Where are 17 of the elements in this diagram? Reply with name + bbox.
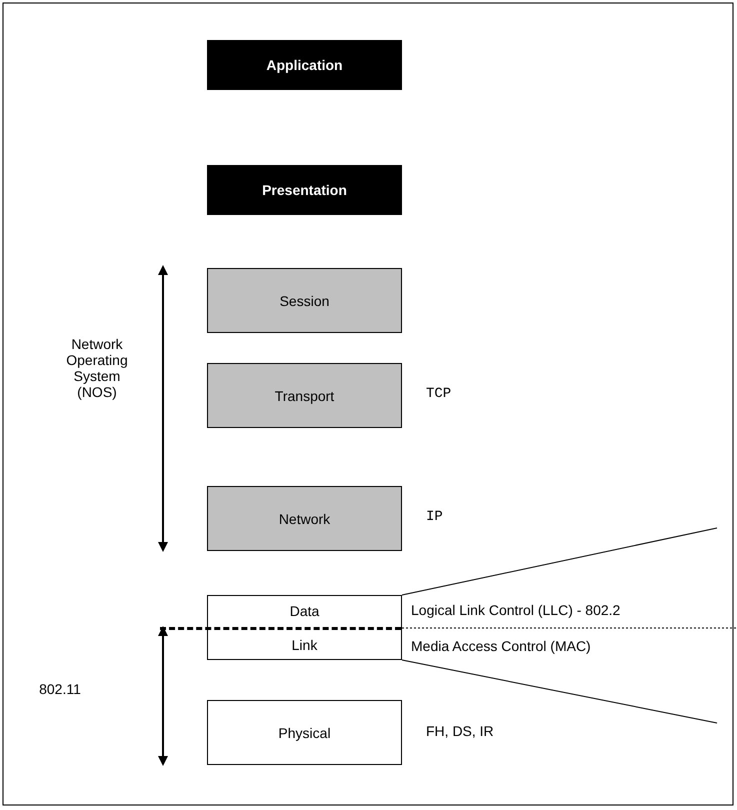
range-label: 802.11 [38,681,82,697]
layer-box [207,268,402,333]
layer-box [207,165,402,215]
sublayer-label: FH, DS, IR [426,723,494,739]
layer-name: Session [280,292,330,308]
layer-name: Network [278,510,330,526]
sublayer-label: Media Access Control (MAC) [411,638,591,654]
layer-name: Data Link [290,602,320,654]
sublayer-label: Logical Link Control (LLC) - 802.2 [411,602,620,618]
protocol-label: TCP [426,386,452,402]
layer-box [207,40,402,90]
layer-name: Application [266,57,343,73]
protocol-label: IP [426,509,443,525]
layer-name: Presentation [262,182,347,198]
layer-name: Physical [278,724,331,740]
range-label: Network Operating System (NOS) [65,336,129,400]
layer-name: Transport [274,388,334,404]
